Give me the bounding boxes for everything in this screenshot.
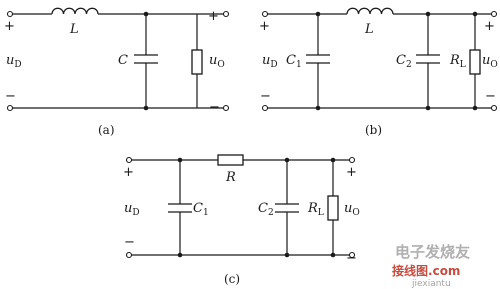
circuit-a-inductor-label: L	[69, 22, 79, 37]
circuit-b-output-plus: +	[484, 19, 495, 34]
circuit-a-inductor	[51, 7, 99, 15]
circuit-c-node-2-bottom	[284, 252, 290, 258]
circuit-c-input-terminal-top	[125, 156, 133, 164]
circuit-a-caption: (a)	[98, 123, 115, 137]
circuit-c-output-label: uO	[344, 201, 360, 218]
circuit-a-input-label: uD	[6, 53, 22, 70]
circuit-a-input-plus: +	[4, 19, 15, 34]
watermark-text-url: jiexiantu	[411, 279, 451, 289]
circuit-c-capacitor-c1	[168, 203, 192, 213]
circuit-a-input-terminal-bottom	[6, 104, 14, 112]
circuit-c-input-terminal-bottom	[125, 251, 133, 259]
circuit-c-c1-label: C1	[193, 201, 209, 218]
circuit-a-output-minus: −	[209, 100, 220, 115]
circuit-c: + − + − uD R C1 C2 RL uO (c)	[123, 154, 360, 286]
circuit-c-series-resistor	[217, 154, 244, 166]
circuit-b-node-1-top	[315, 11, 321, 17]
circuit-c-caption: (c)	[224, 272, 240, 286]
circuit-a: + − + − uD L C uO (a)	[4, 7, 230, 137]
circuit-a-output-leads	[197, 13, 224, 109]
circuit-a-node-top	[143, 11, 149, 17]
circuit-b-capacitor-c2	[416, 54, 440, 64]
circuit-b-inductor	[346, 7, 394, 15]
circuit-b-inductor-label: L	[364, 22, 374, 37]
circuit-b-node-2-bottom	[425, 105, 431, 111]
circuit-c-input-plus: +	[123, 165, 134, 180]
circuit-a-node-bottom	[143, 105, 149, 111]
circuit-b-node-1-bottom	[315, 105, 321, 111]
circuit-a-capacitor-label: C	[118, 53, 128, 68]
circuit-b-load-resistor	[469, 49, 481, 75]
circuit-b-caption: (b)	[365, 123, 382, 137]
circuit-b-c1-label: C1	[286, 53, 302, 70]
circuit-b-output-label: uO	[482, 53, 498, 70]
circuit-b-input-plus: +	[259, 19, 270, 34]
circuit-c-c2-label: C2	[258, 201, 274, 218]
circuit-b-capacitor-c1	[306, 54, 330, 64]
circuit-a-input-minus: −	[5, 89, 16, 104]
circuit-c-input-label: uD	[124, 201, 140, 218]
circuit-b-rl-label: RL	[449, 53, 466, 70]
circuit-a-output-label: uO	[209, 53, 225, 70]
circuit-c-output-minus: −	[346, 251, 357, 266]
circuit-c-output-terminal-top	[348, 156, 356, 164]
circuit-c-resistor-label: R	[225, 170, 236, 185]
circuit-b-input-minus: −	[260, 89, 271, 104]
circuit-a-load-resistor	[191, 49, 203, 75]
circuit-b-node-2-top	[425, 11, 431, 17]
circuit-b-input-terminal-top	[261, 10, 269, 18]
watermark-text-site: 电子发烧友	[395, 243, 470, 261]
circuit-c-output-plus: +	[346, 165, 357, 180]
circuit-a-output-terminal-bottom	[222, 104, 230, 112]
circuit-a-capacitor	[134, 54, 158, 64]
circuit-b-output-terminal-top	[490, 10, 498, 18]
circuit-b-c2-label: C2	[396, 53, 412, 70]
watermark-text-brand: 接线图.com	[392, 263, 460, 278]
circuit-c-node-2-top	[284, 157, 290, 163]
circuit-b-input-label: uD	[262, 53, 278, 70]
circuit-c-rl-label: RL	[307, 201, 324, 218]
circuit-b-output-leads	[475, 13, 492, 109]
circuit-a-load-link	[192, 13, 197, 109]
circuit-c-node-1-top	[177, 157, 183, 163]
circuit-c-capacitor-c2	[275, 203, 299, 213]
circuit-b-output-terminal-bottom	[490, 104, 498, 112]
watermark: 电子发烧友 接线图.com jiexiantu	[392, 243, 470, 289]
circuit-b-output-minus: −	[485, 89, 496, 104]
circuit-c-output-leads	[333, 159, 350, 256]
circuit-c-load-resistor	[327, 195, 339, 221]
circuit-c-input-minus: −	[124, 235, 135, 250]
circuit-c-node-1-bottom	[177, 252, 183, 258]
circuit-b: + − + − uD L C1 C2 RL uO (b)	[259, 7, 498, 137]
circuit-a-output-plus: +	[208, 9, 219, 24]
circuit-a-output-terminal-top	[222, 10, 230, 18]
circuit-a-input-terminal-top	[6, 10, 14, 18]
circuit-b-input-terminal-bottom	[261, 104, 269, 112]
